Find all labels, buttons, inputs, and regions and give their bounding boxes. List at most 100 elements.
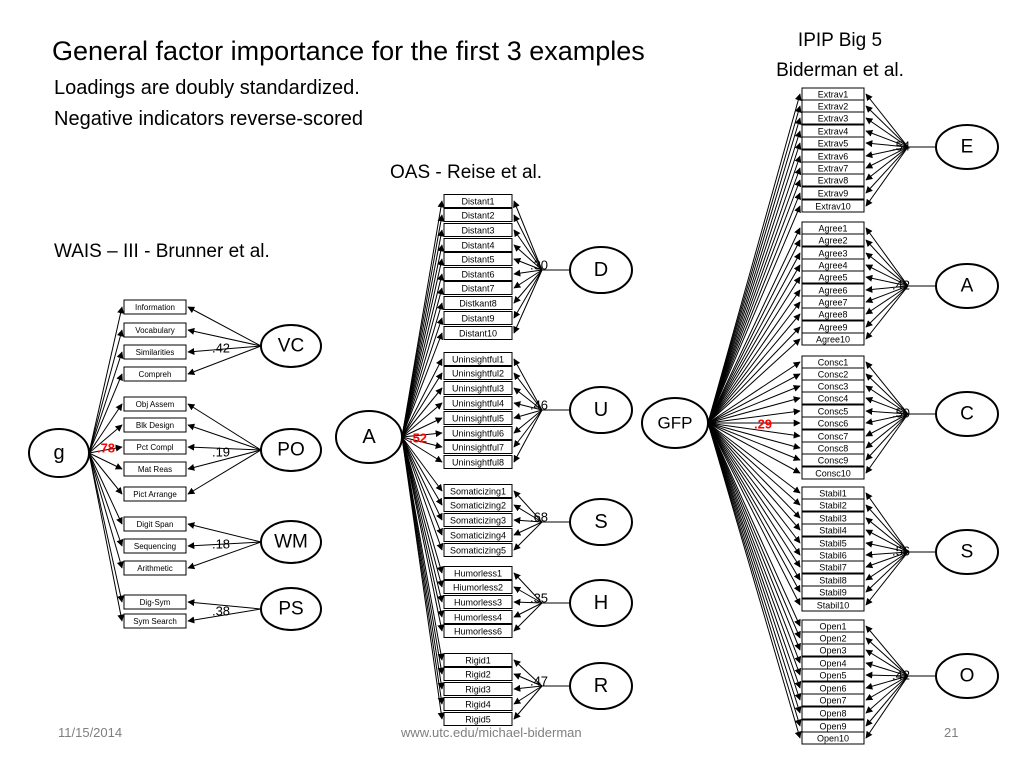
indicator-label: Distant5 bbox=[461, 255, 494, 265]
specific-factor-label: A bbox=[961, 276, 974, 297]
general-loading-arrow bbox=[707, 422, 801, 651]
indicator-label: Consc1 bbox=[818, 358, 849, 368]
indicator-label: Extrav7 bbox=[818, 164, 849, 174]
indicator-label: Distant4 bbox=[461, 241, 494, 251]
indicator-label: Distant6 bbox=[461, 270, 494, 280]
specific-loading-arrow bbox=[513, 409, 543, 448]
indicator-label: Uninsightful8 bbox=[452, 458, 504, 468]
specific-loading-arrow bbox=[865, 413, 909, 426]
indicator-box bbox=[443, 381, 513, 395]
indicator-box bbox=[443, 580, 513, 594]
specific-loading-arrow bbox=[865, 105, 909, 148]
indicator-label: Information bbox=[135, 303, 175, 312]
specific-loading-arrow bbox=[513, 516, 543, 524]
indicator-label: Stabil3 bbox=[819, 514, 847, 524]
indicator-box bbox=[443, 440, 513, 454]
specific-factor-label: H bbox=[594, 592, 608, 614]
specific-loading-arrow bbox=[513, 214, 543, 271]
specific-factor-loading: .18 bbox=[212, 537, 230, 552]
indicator-label: Agree10 bbox=[816, 335, 850, 345]
indicator-label: Obj Assem bbox=[136, 400, 175, 409]
general-loading-arrow bbox=[88, 306, 125, 454]
general-loading-arrow bbox=[707, 422, 801, 531]
general-loading-arrow bbox=[707, 422, 802, 664]
specific-loading-arrow bbox=[187, 403, 262, 451]
general-loading-arrow bbox=[707, 301, 801, 424]
indicator-label: Somaticizing4 bbox=[450, 531, 506, 541]
specific-loading-arrow bbox=[187, 449, 262, 495]
indicator-label: Uninsightful1 bbox=[452, 355, 504, 365]
general-loading-arrow bbox=[707, 396, 801, 424]
indicator-label: Sym Search bbox=[133, 617, 177, 626]
indicator-box bbox=[801, 391, 865, 405]
indicator-label: Open5 bbox=[819, 671, 846, 681]
specific-factor-node bbox=[569, 246, 633, 294]
factor-group-o: Open1Open2Open3Open4Open5Open6Open7Open8… bbox=[801, 619, 999, 745]
specific-factor-loading: .56 bbox=[892, 544, 910, 559]
specific-loading-arrow bbox=[865, 551, 909, 593]
indicator-box bbox=[801, 416, 865, 430]
indicator-label: Open8 bbox=[819, 709, 846, 719]
indicator-label: Humorless1 bbox=[454, 569, 502, 579]
indicator-label: Uninsightful7 bbox=[452, 443, 504, 453]
specific-factor-node bbox=[260, 324, 322, 368]
general-loading-arrow bbox=[401, 436, 445, 720]
factor-group-u: Uninsightful1Uninsightful2Uninsightful3U… bbox=[443, 352, 633, 469]
specific-factor-label: D bbox=[594, 259, 608, 281]
specific-loading-arrow bbox=[187, 541, 262, 550]
specific-loading-arrow bbox=[187, 449, 262, 471]
general-loading-arrow bbox=[88, 444, 123, 454]
indicator-label: Uninsightful3 bbox=[452, 384, 504, 394]
indicator-label: Uninsightful6 bbox=[452, 429, 504, 439]
specific-factor-node bbox=[935, 653, 999, 699]
wais-model-title: WAIS – III - Brunner et al. bbox=[54, 241, 270, 262]
indicator-label: Somaticizing3 bbox=[450, 516, 506, 526]
indicator-label: Open6 bbox=[819, 684, 846, 694]
indicator-box bbox=[801, 111, 865, 125]
indicator-label: Distant3 bbox=[461, 226, 494, 236]
model-oas: Distant1Distant2Distant3Distant4Distant5… bbox=[335, 194, 633, 726]
specific-loading-arrow bbox=[513, 659, 543, 687]
specific-loading-arrow bbox=[187, 443, 262, 451]
specific-loading-arrow bbox=[865, 413, 909, 461]
indicator-box bbox=[443, 366, 513, 380]
general-loading-arrow bbox=[88, 452, 123, 495]
specific-loading-arrow bbox=[865, 551, 909, 569]
general-loading-arrow bbox=[401, 436, 443, 463]
general-factor-loading: .52 bbox=[409, 431, 427, 446]
specific-loading-arrow bbox=[187, 423, 262, 451]
specific-loading-arrow bbox=[865, 675, 909, 739]
specific-factor-node bbox=[935, 529, 999, 575]
indicator-box bbox=[443, 311, 513, 325]
indicator-box bbox=[801, 523, 865, 537]
indicator-label: Stabil9 bbox=[819, 588, 847, 598]
general-loading-arrow bbox=[707, 313, 801, 424]
general-loading-arrow bbox=[707, 361, 801, 424]
specific-loading-arrow bbox=[865, 146, 909, 207]
specific-loading-arrow bbox=[865, 675, 909, 701]
general-loading-arrow bbox=[707, 422, 801, 544]
specific-loading-arrow bbox=[513, 387, 543, 411]
indicator-label: Extrav6 bbox=[818, 152, 849, 162]
indicator-label: Digit Span bbox=[137, 520, 174, 529]
specific-factor-label: E bbox=[961, 137, 974, 158]
indicator-label: Open7 bbox=[819, 696, 846, 706]
specific-factor-loading: .42 bbox=[892, 668, 910, 683]
general-loading-arrow bbox=[707, 422, 802, 727]
indicator-label: Agree3 bbox=[818, 249, 847, 259]
footer-url: www.utc.edu/michael-biderman bbox=[401, 725, 582, 740]
indicator-box bbox=[123, 560, 187, 576]
indicator-box bbox=[443, 455, 513, 469]
general-loading-arrow bbox=[88, 452, 125, 603]
specific-loading-arrow bbox=[865, 146, 909, 181]
specific-loading-arrow bbox=[865, 385, 909, 415]
indicator-label: Consc2 bbox=[818, 370, 849, 380]
general-loading-arrow bbox=[707, 422, 801, 474]
general-loading-arrow bbox=[707, 422, 801, 461]
general-loading-arrow bbox=[401, 436, 443, 521]
specific-factor-node bbox=[260, 587, 322, 631]
specific-loading-arrow bbox=[865, 361, 909, 415]
factor-group-vc: InformationVocabularySimilaritiesCompreh… bbox=[123, 299, 322, 382]
